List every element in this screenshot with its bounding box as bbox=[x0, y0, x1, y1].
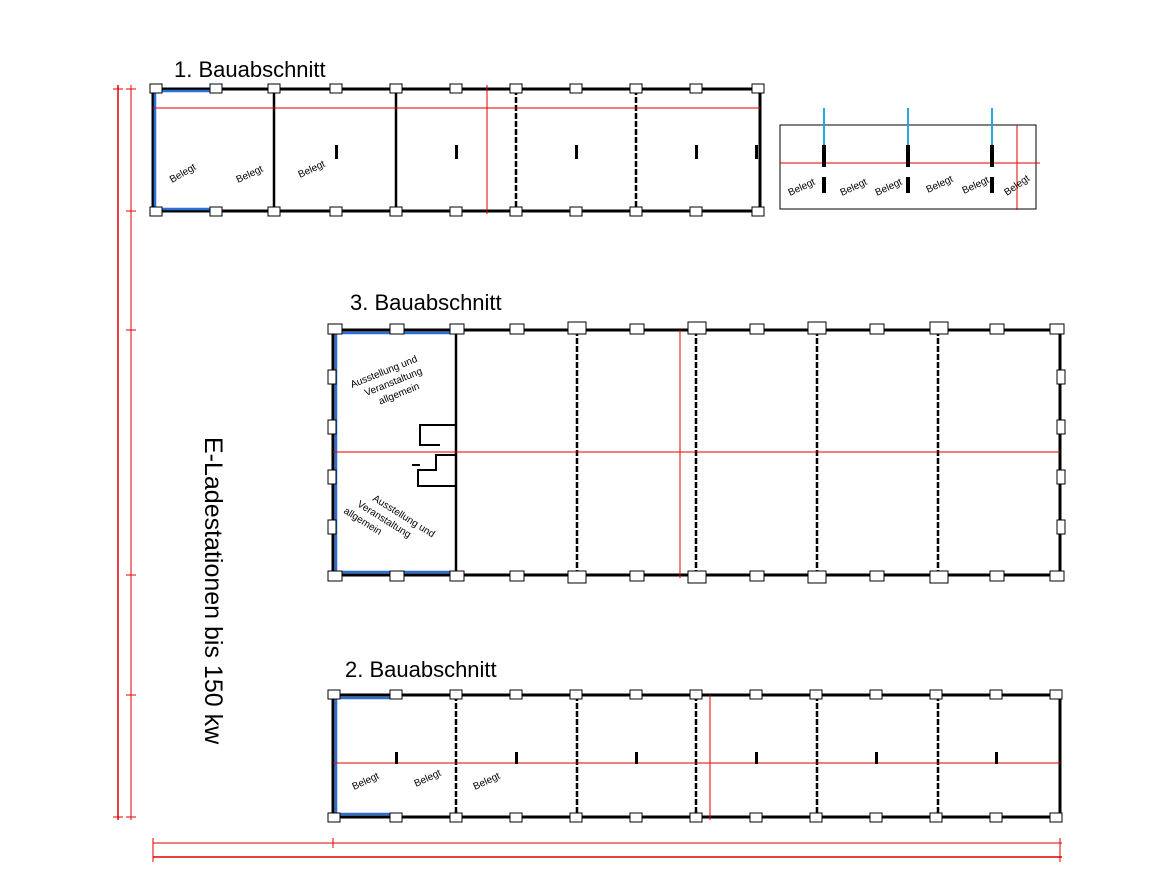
room-label-belegt: Belegt bbox=[787, 177, 818, 199]
section-title-2: 2. Bauabschnitt bbox=[345, 657, 497, 682]
room-label-belegt: Belegt bbox=[874, 177, 905, 199]
room-label-belegt: Belegt bbox=[235, 164, 266, 186]
room-label-belegt: Belegt bbox=[961, 175, 992, 197]
section-title-1: 1. Bauabschnitt bbox=[174, 57, 326, 82]
room-label-belegt: Belegt bbox=[413, 768, 444, 790]
room-label-belegt: Belegt bbox=[839, 177, 870, 199]
charging-stations-label: E-Ladestationen bis 150 kw bbox=[199, 437, 227, 745]
room-label-belegt: Belegt bbox=[297, 159, 328, 181]
room-label-belegt: Belegt bbox=[168, 162, 198, 186]
section-title-3: 3. Bauabschnitt bbox=[350, 290, 502, 315]
room-label-exhibition-bottom: Ausstellung und Veranstaltung allgemein bbox=[341, 493, 436, 540]
building-section-2 bbox=[327, 689, 1063, 823]
room-label-belegt: Belegt bbox=[925, 174, 956, 196]
bottom-dimension-line bbox=[152, 838, 1062, 862]
building-section-1 bbox=[149, 83, 765, 217]
building-small-annex bbox=[779, 108, 1040, 210]
building-section-3 bbox=[327, 321, 1066, 584]
room-label-exhibition-top: Ausstellung und Veranstaltung allgemein bbox=[349, 354, 424, 407]
room-label-belegt: Belegt bbox=[472, 771, 503, 793]
left-dimension-line bbox=[113, 85, 136, 820]
room-label-belegt: Belegt bbox=[351, 771, 382, 793]
